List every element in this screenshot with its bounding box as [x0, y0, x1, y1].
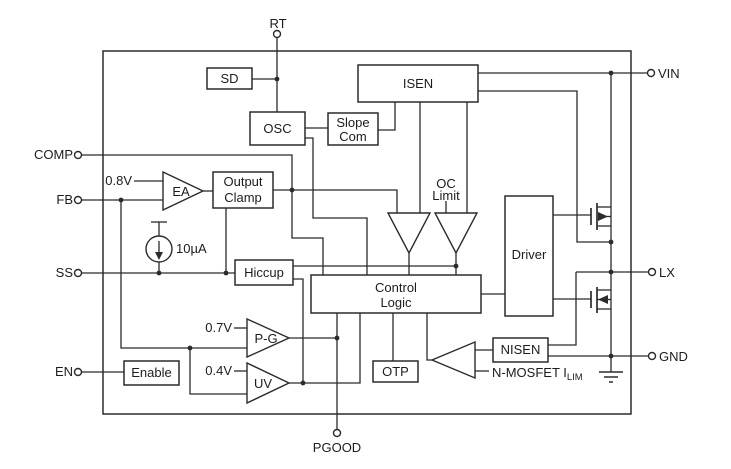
junction-ss-current-source [156, 270, 162, 276]
current-source-arrow-head [155, 252, 163, 260]
output-clamp-label-2: Clamp [224, 190, 262, 205]
junction-hiccup-oc [453, 263, 459, 269]
junction-gnd-rail [608, 353, 614, 359]
fb-terminal [73, 195, 83, 205]
slope-com-label-2: Com [339, 129, 366, 144]
comp-pin-label: COMP [34, 147, 73, 162]
rt-pin-label: RT [269, 16, 286, 31]
error-amp-label: EA [172, 184, 190, 199]
lx-pin-label: LX [659, 265, 675, 280]
hs-mosfet-arrow [598, 212, 608, 221]
pg-threshold-label: 0.7V [205, 320, 232, 335]
power-good-comparator-triangle [246, 317, 291, 359]
junction-fb-split [187, 345, 193, 351]
oc-limit-comparator-triangle [433, 212, 479, 255]
enable-block [123, 360, 180, 386]
uv-threshold-label: 0.4V [205, 363, 232, 378]
comp-terminal [73, 150, 83, 160]
ss-terminal [73, 268, 83, 278]
otp-label: OTP [382, 364, 409, 379]
gnd-terminal [647, 351, 657, 361]
junction-hiccup-uv [300, 380, 306, 386]
sd-block [206, 67, 253, 90]
output-clamp-block [212, 171, 274, 209]
gnd-pin-label: GND [659, 349, 688, 364]
junction-fb [118, 197, 124, 203]
vref-label: 0.8V [105, 173, 132, 188]
control-logic-label-1: Control [375, 280, 417, 295]
wire-fb-to-pg [120, 200, 247, 349]
ss-pin-label: SS [56, 265, 74, 280]
isen-label: ISEN [403, 76, 433, 91]
isen-block [357, 64, 479, 103]
vin-terminal [646, 68, 656, 78]
junction-pg-pgood [334, 335, 340, 341]
junction-sd-rt [274, 76, 280, 82]
wire-clamp-to-control-logic [291, 190, 324, 275]
en-terminal [73, 367, 83, 377]
nmos-ilim-label: N-MOSFET ILIM [492, 365, 583, 383]
oc-limit-label-2: Limit [432, 188, 460, 203]
otp-block [372, 360, 419, 383]
en-pin-label: EN [55, 364, 73, 379]
sd-label: SD [220, 71, 238, 86]
nisen-label: NISEN [501, 342, 541, 357]
wire-hiccup-to-uv [293, 278, 304, 383]
wire-nisen-to-lx [548, 272, 577, 346]
slope-com-block [327, 112, 379, 146]
ls-mosfet-arrow [598, 295, 608, 304]
pwm-comparator-triangle [386, 212, 432, 255]
osc-block [249, 111, 306, 146]
wire-fb-to-uv [189, 348, 247, 395]
wire-uv-out [289, 313, 361, 384]
control-logic-block [310, 274, 482, 314]
uv-label: UV [254, 376, 272, 391]
wire-osc-to-control-logic [305, 137, 368, 275]
junction-ss-clamp [223, 270, 229, 276]
pgood-pin-label: PGOOD [313, 440, 361, 455]
lx-terminal [647, 267, 657, 277]
nmos-ilim-comparator-triangle [430, 340, 476, 380]
junction-vin-rail [608, 70, 614, 76]
osc-label: OSC [263, 121, 291, 136]
error-amp-triangle [162, 170, 205, 212]
hiccup-label: Hiccup [244, 265, 284, 280]
wire-clamp-to-pwm-comparator [273, 189, 398, 213]
power-good-label: P-G [254, 331, 277, 346]
ss-current-label: 10µA [176, 241, 207, 256]
junction-lx-rail [608, 269, 614, 275]
wire-comp-pin [82, 154, 293, 190]
driver-block [504, 195, 554, 317]
uv-comparator-triangle [246, 361, 291, 405]
control-logic-label-2: Logic [380, 295, 412, 310]
oc-limit-label-1: OC [436, 176, 456, 191]
pgood-terminal [332, 428, 342, 438]
enable-label: Enable [131, 365, 171, 380]
nisen-block [492, 337, 549, 363]
slope-com-label-1: Slope [336, 115, 369, 130]
ground-symbol [599, 371, 623, 383]
fb-pin-label: FB [56, 192, 73, 207]
hiccup-block [234, 259, 294, 286]
wire-slopecom-to-isen [378, 102, 396, 131]
output-clamp-label-1: Output [223, 174, 262, 189]
wire-isen-sense [478, 90, 611, 243]
junction-isen-rail [608, 239, 614, 245]
junction-comp-clamp [289, 187, 295, 193]
driver-label: Driver [512, 247, 547, 262]
rt-terminal [272, 29, 282, 39]
vin-pin-label: VIN [658, 66, 680, 81]
